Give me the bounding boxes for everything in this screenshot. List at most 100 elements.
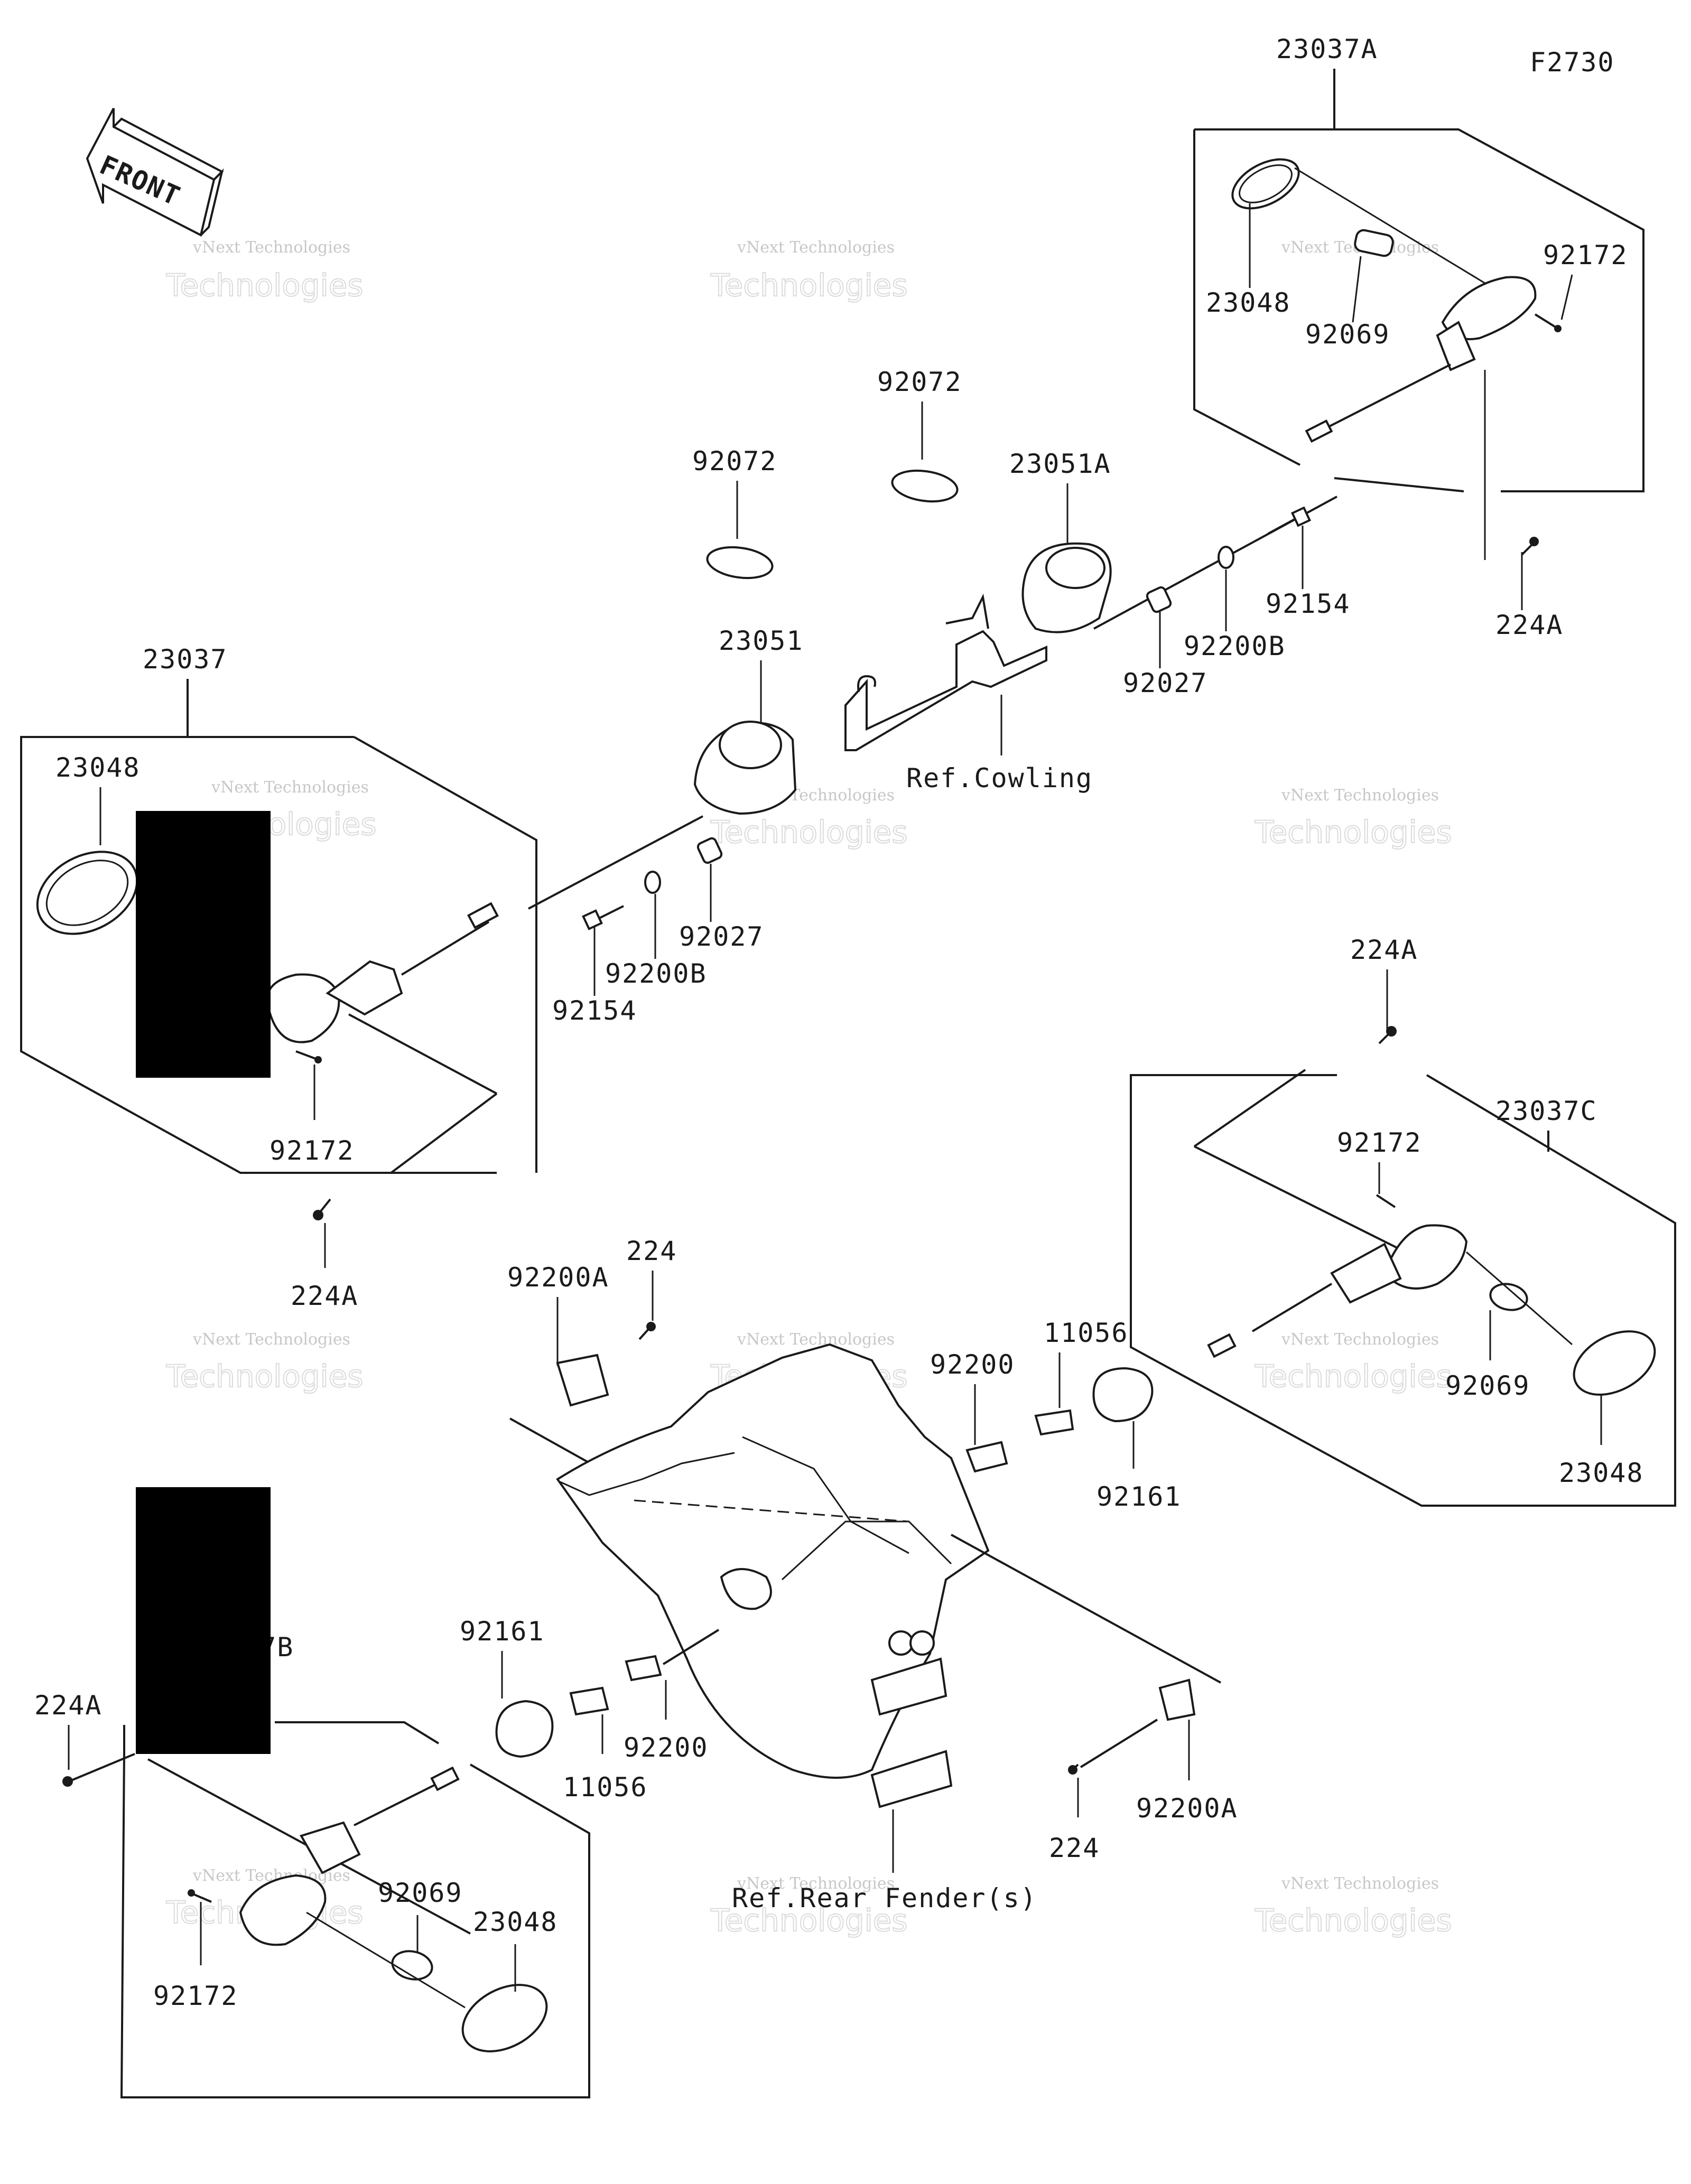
screw-92172 <box>192 1893 212 1903</box>
assembly-axis <box>306 1911 466 2009</box>
cushion-92161 <box>495 1700 554 1758</box>
part-label-92172: 92172 <box>1543 240 1628 270</box>
screw-head <box>1068 1765 1077 1775</box>
bolt-92154 <box>597 905 624 920</box>
housing-neck <box>326 960 403 1016</box>
part-label-92172: 92172 <box>1337 1127 1422 1158</box>
part-label-23048: 23048 <box>1206 287 1291 318</box>
watermark-text: Technologies <box>1255 1358 1452 1394</box>
housing-neck <box>1436 321 1476 371</box>
center-upper-parts: 92072 92072 23051A 92154 92200B 92027 Re… <box>528 367 1351 1026</box>
stalk-cable <box>401 921 490 976</box>
part-label-224: 224 <box>1049 1833 1100 1863</box>
clip-92200A <box>556 1354 609 1407</box>
screw-head <box>1386 1026 1397 1037</box>
leader-line <box>1560 274 1573 320</box>
assembly-bracket <box>20 736 497 1174</box>
assembly-bracket <box>951 1534 1221 1684</box>
connector <box>1207 1333 1237 1358</box>
assembly-23037A: 23037A 92172 23048 92069 224A <box>1193 34 1644 640</box>
washer-92200B <box>644 871 661 894</box>
rear-fender <box>556 1343 990 1779</box>
fender-light-hole <box>888 1630 914 1656</box>
part-label-224A: 224A <box>291 1281 358 1311</box>
assembly-bracket <box>275 1721 440 1744</box>
screw-head <box>1529 537 1539 546</box>
rear-fender-group: 92200A 224 92200 11056 92161 922 <box>507 1236 1238 1914</box>
screw-head <box>646 1322 656 1331</box>
assembly-bracket <box>1334 477 1464 492</box>
assembly-bracket <box>662 1629 720 1665</box>
part-label-224A: 224A <box>34 1690 102 1721</box>
front-arrow-shape <box>86 108 216 237</box>
watermark-text: Technologies <box>1255 1902 1452 1938</box>
stalk-cable <box>1321 363 1451 432</box>
watermark-text: vNext Technologies <box>737 1330 895 1349</box>
part-label-92200: 92200 <box>930 1349 1015 1380</box>
mounting-axis <box>528 815 703 910</box>
bolt-92154 <box>1268 517 1298 535</box>
part-label-92200A: 92200A <box>1136 1793 1238 1824</box>
fender-light-hole <box>909 1630 935 1656</box>
part-label-23048: 23048 <box>473 1907 558 1937</box>
front-direction-arrow: FRONT <box>86 108 224 237</box>
screw-head <box>188 1889 195 1897</box>
watermark-text: vNext Technologies <box>737 1874 895 1893</box>
part-label-92154: 92154 <box>552 995 637 1026</box>
part-label-92072: 92072 <box>877 367 962 397</box>
part-label-23051: 23051 <box>719 626 804 656</box>
washer-92200B <box>1218 546 1234 569</box>
housing-neck <box>300 1821 361 1874</box>
cable-band-92072 <box>891 469 959 503</box>
license-plate-mount <box>870 1657 947 1716</box>
clip-92200 <box>965 1441 1008 1473</box>
bracket-23051-bore <box>719 721 782 769</box>
part-label-92172: 92172 <box>153 1981 238 2011</box>
part-label-92161: 92161 <box>460 1616 545 1647</box>
cowling-stay-bracket <box>844 630 1047 751</box>
part-label-23048: 23048 <box>55 752 141 783</box>
lens-23048 <box>1231 158 1300 210</box>
collar-92027 <box>696 837 723 864</box>
rear-fender-edge <box>781 1520 952 1581</box>
part-label-92200: 92200 <box>624 1732 709 1763</box>
cushion-92161 <box>1092 1367 1154 1423</box>
part-label-23037: 23037 <box>143 644 228 675</box>
bulb-92069 <box>391 1950 433 1981</box>
connector <box>430 1766 460 1791</box>
assembly-23037B: 37B 224A 92161 11056 92172 92069 23048 <box>34 1487 647 2098</box>
part-label-92154: 92154 <box>1266 589 1351 619</box>
front-arrow-depth <box>200 168 224 236</box>
part-label-92027: 92027 <box>679 921 764 952</box>
lens-inner-ring <box>1239 164 1293 203</box>
watermark-text: Technologies <box>166 267 364 303</box>
license-plate-mount <box>870 1750 953 1808</box>
grommet-11056 <box>1034 1409 1074 1436</box>
part-label-224: 224 <box>626 1236 677 1266</box>
watermark-text: Technologies <box>710 1902 908 1938</box>
part-label-23051A: 23051A <box>1009 449 1111 479</box>
watermark-text: Technologies <box>710 814 908 850</box>
housing-neck <box>1330 1243 1402 1304</box>
screw-92172 <box>1534 313 1557 329</box>
assembly-bracket <box>1193 129 1300 466</box>
rear-fender-edge <box>560 1452 735 1496</box>
diagram-code: F2730 <box>1530 47 1615 78</box>
turn-signal-housing <box>239 1874 327 1946</box>
collar-92027 <box>1146 586 1172 613</box>
clip-92200A <box>1158 1678 1196 1721</box>
rear-fender-edge <box>742 1436 909 1554</box>
screw-head <box>62 1776 73 1787</box>
ref-rear-fender: Ref.Rear Fender(s) <box>732 1883 1037 1914</box>
watermark-text: Technologies <box>1255 814 1452 850</box>
part-label-23037A: 23037A <box>1276 34 1378 64</box>
hidden-line <box>634 1499 909 1523</box>
bulb-92069 <box>1489 1283 1528 1311</box>
part-label-92200B: 92200B <box>605 958 707 989</box>
watermark-text: vNext Technologies <box>192 1330 350 1349</box>
assembly-bracket <box>1193 1069 1306 1147</box>
watermark-text: Technologies <box>710 267 908 303</box>
connector <box>1305 419 1333 443</box>
screw-224A <box>319 1198 331 1214</box>
